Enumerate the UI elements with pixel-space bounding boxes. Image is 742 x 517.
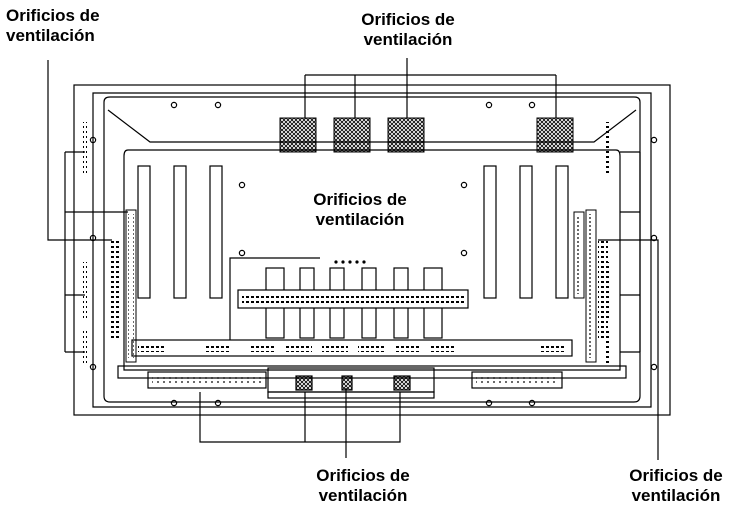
label-bottom-center-line2: ventilación	[318, 486, 408, 505]
top-vents	[279, 117, 574, 153]
terminal-board	[237, 260, 469, 339]
label-bottom-right-line2: ventilación	[631, 486, 721, 505]
label-middle-line1: Orificios de	[313, 190, 407, 209]
panel-side-vents	[110, 209, 608, 363]
label-top-center-line1: Orificios de	[361, 10, 455, 29]
panel-screw-holes	[238, 181, 468, 257]
frame-screw-holes	[89, 101, 658, 407]
label-bottom-right: Orificios de ventilación	[612, 466, 740, 506]
label-top-center-line2: ventilación	[363, 30, 453, 49]
bottom-housing	[147, 367, 563, 399]
label-top-left-line1: Orificios de	[6, 6, 100, 25]
label-top-left: Orificios de ventilación	[6, 6, 100, 46]
inner-panel	[117, 149, 627, 379]
cabinet-frame	[73, 84, 671, 416]
label-bottom-center: Orificios de ventilación	[298, 466, 428, 506]
label-bottom-center-line1: Orificios de	[316, 466, 410, 485]
leader-lines	[47, 58, 659, 460]
label-middle: Orificios de ventilación	[300, 190, 420, 230]
label-middle-line2: ventilación	[315, 210, 405, 229]
bottom-vent-strip	[131, 339, 573, 357]
panel-slots	[137, 165, 569, 299]
label-top-center: Orificios de ventilación	[348, 10, 468, 50]
label-top-left-line2: ventilación	[6, 26, 95, 45]
label-bottom-right-line1: Orificios de	[629, 466, 723, 485]
frame-side-vents	[83, 122, 610, 364]
